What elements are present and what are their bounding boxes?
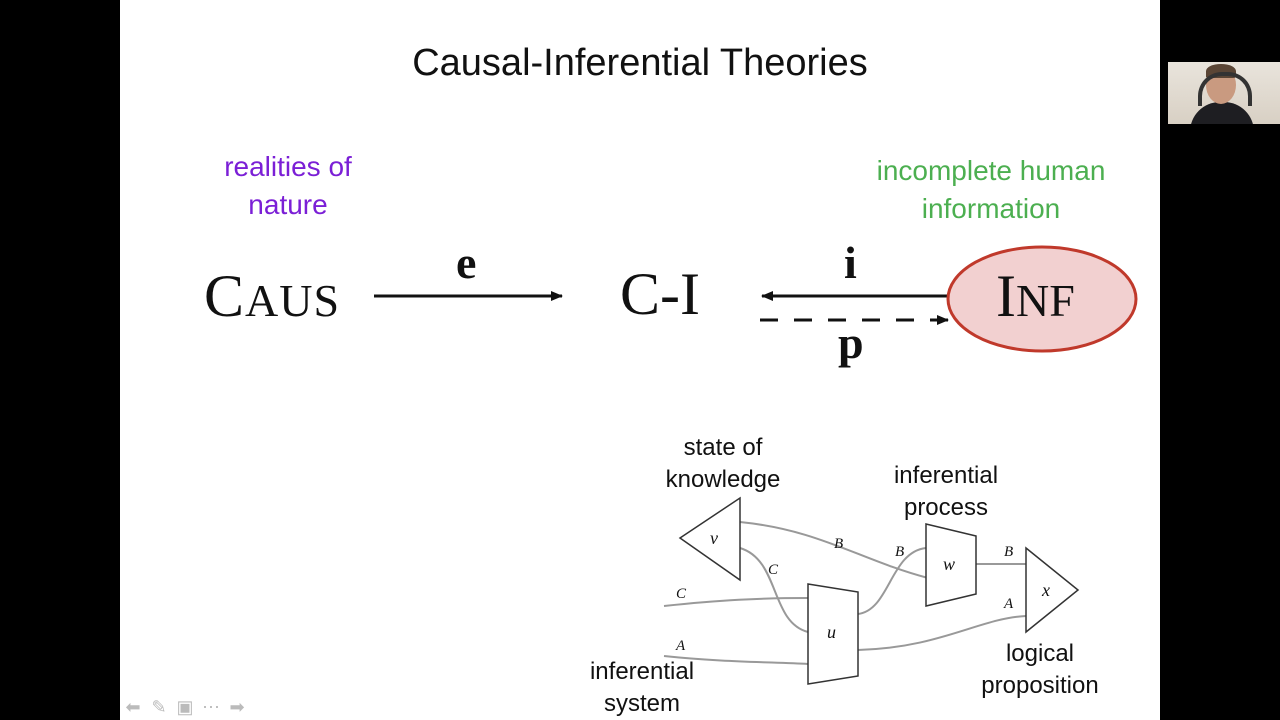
arrow-e-label: e — [456, 237, 477, 288]
inf-first: I — [996, 263, 1016, 329]
top-diagram-svg — [374, 245, 1138, 353]
wire-label-B2: B — [895, 544, 905, 560]
node-x — [1025, 546, 1080, 634]
caus-rest: AUS — [245, 275, 341, 326]
node-u — [807, 583, 859, 685]
arrow-i-label: i — [844, 237, 857, 288]
proposition-line-1: logical — [1005, 640, 1075, 667]
incomplete-line-1: incomplete human — [876, 155, 1106, 186]
ci-label: C-I — [620, 261, 700, 327]
circuit-svg — [663, 496, 1080, 685]
inferential-system-label: inferential system — [574, 656, 710, 720]
realities-line-2: nature — [248, 189, 328, 220]
headphones-icon — [1198, 72, 1252, 106]
process-line-1: inferential — [893, 462, 999, 489]
system-line-2: system — [603, 690, 680, 717]
incomplete-info-label: incomplete human information — [850, 152, 1132, 228]
slide: Causal-Inferential Theories realities of… — [120, 0, 1160, 720]
node-w — [925, 523, 977, 607]
inf-rest: NF — [1015, 275, 1075, 326]
wire-v-w — [739, 521, 929, 579]
wire-u-w — [857, 547, 927, 615]
state-of-knowledge-label: state of knowledge — [648, 432, 798, 496]
wire-label-B1: B — [834, 536, 844, 552]
node-x-label: x — [1042, 580, 1050, 600]
inf-label: INF — [996, 262, 1075, 331]
inferential-process-label: inferential process — [876, 460, 1016, 524]
wire-v-u — [739, 547, 809, 633]
arrow-left-icon[interactable]: ⬅ — [125, 697, 141, 717]
node-u-label: u — [827, 622, 836, 642]
system-line-1: inferential — [589, 658, 695, 685]
slide-title: Causal-Inferential Theories — [412, 42, 868, 84]
inf-ellipse — [946, 245, 1138, 353]
incomplete-line-2: information — [921, 193, 1061, 224]
pencil-icon[interactable]: ✎ — [151, 697, 167, 717]
slideshow-controls: ⬅ ✎ ▣ ⋯ ➡ — [122, 696, 248, 718]
node-v-label: v — [710, 528, 718, 548]
wire-A-in — [663, 655, 809, 665]
wire-label-A1: A — [676, 638, 686, 654]
caus-first: C — [204, 263, 246, 329]
node-v — [678, 496, 741, 582]
node-w-label: w — [943, 554, 956, 574]
wire-u-x — [857, 615, 1027, 651]
arrow-p-label: p — [838, 317, 864, 368]
screen-icon[interactable]: ▣ — [176, 697, 194, 717]
arrow-right-icon[interactable]: ➡ — [229, 697, 245, 717]
wire-label-A2: A — [1004, 596, 1014, 612]
wire-label-C1: C — [768, 562, 779, 578]
webcam-thumbnail — [1168, 62, 1280, 124]
wire-label-C2: C — [676, 586, 687, 602]
realities-label: realities of nature — [190, 148, 386, 224]
webcam-person-body — [1190, 102, 1254, 124]
state-line-2: knowledge — [665, 466, 781, 493]
process-line-2: process — [903, 494, 989, 521]
more-icon[interactable]: ⋯ — [202, 697, 220, 717]
logical-proposition-label: logical proposition — [968, 638, 1112, 702]
wire-C-in — [663, 597, 809, 607]
state-line-1: state of — [683, 434, 763, 461]
realities-line-1: realities of — [224, 151, 352, 182]
proposition-line-2: proposition — [981, 672, 1099, 699]
wire-label-B3: B — [1004, 544, 1014, 560]
caus-label: CAUS — [204, 262, 340, 331]
